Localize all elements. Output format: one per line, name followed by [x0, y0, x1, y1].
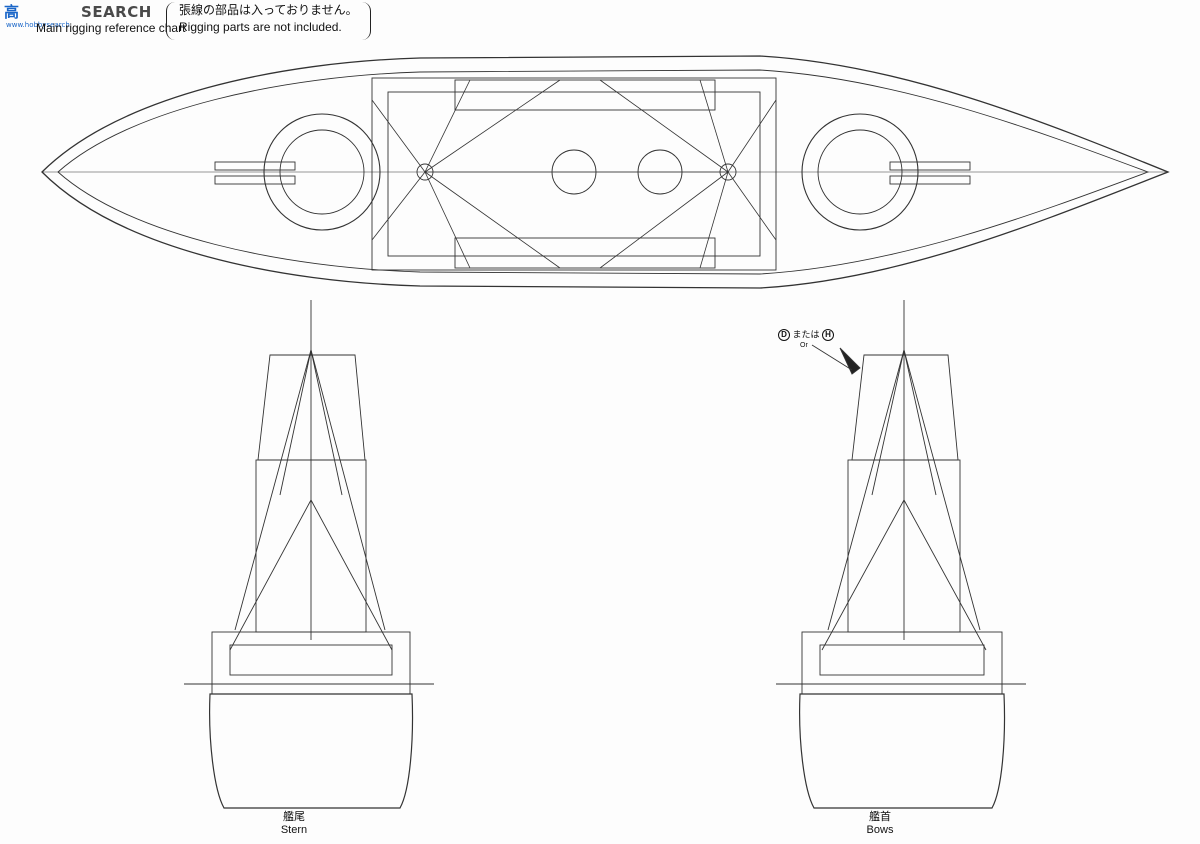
top-view-superstructure: [371, 77, 777, 271]
stern-label-en: Stern: [280, 824, 308, 836]
top-view-rigging: [371, 79, 777, 269]
part-d-marker: D: [778, 329, 790, 341]
chart-title: Main rigging reference chart: [36, 21, 186, 35]
stern-label: 艦尾 Stern: [254, 811, 334, 837]
callout-or-jp: または: [792, 329, 820, 340]
note-japanese: 張線の部品は入っておりません。: [179, 3, 358, 17]
stern-view: [184, 300, 434, 809]
bows-label-jp: 艦首: [869, 811, 891, 823]
part-callout: D または H Or: [778, 329, 835, 351]
note-english: Rigging parts are not included.: [179, 20, 342, 34]
watermark-url: www.hobbysearch: [6, 21, 70, 29]
bows-label-en: Bows: [866, 824, 894, 836]
bows-label: 艦首 Bows: [840, 811, 920, 837]
stern-label-jp: 艦尾: [283, 811, 305, 823]
bows-view: [776, 300, 1026, 809]
top-view-turrets: [214, 113, 971, 231]
rigging-note: 張線の部品は入っておりません。 Rigging parts are not in…: [166, 2, 371, 40]
callout-or-en: Or: [800, 342, 808, 349]
part-h-marker: H: [822, 329, 835, 341]
